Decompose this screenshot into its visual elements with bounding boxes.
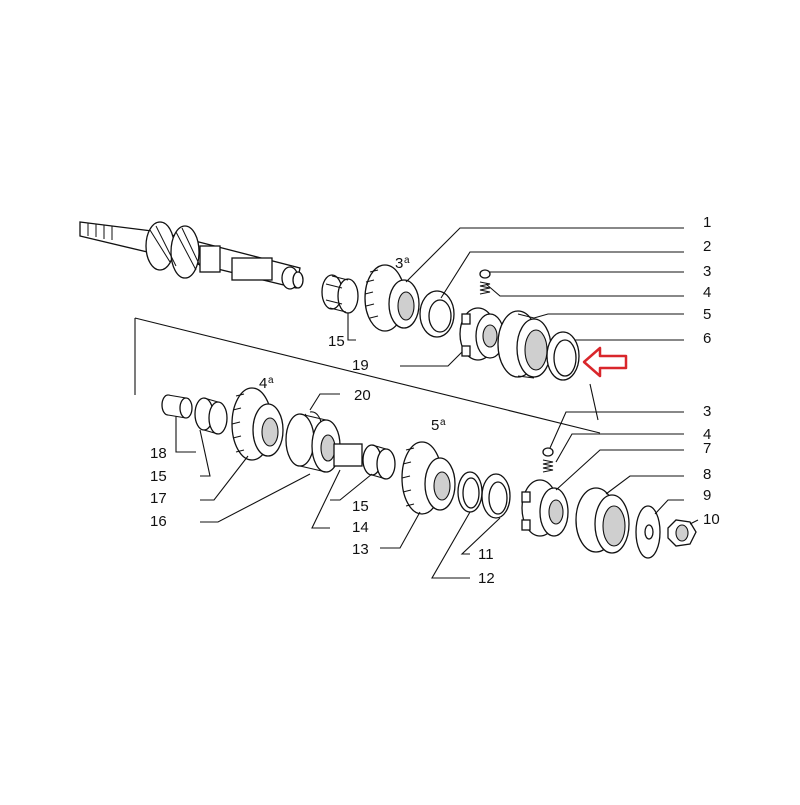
synchro-ring-6 <box>546 331 580 381</box>
label-part-17: 17 <box>150 490 167 507</box>
gear-marker-third-sup: a <box>404 255 410 266</box>
detent-ball-top <box>479 269 491 295</box>
assembly-guide-lines <box>134 317 601 434</box>
label-part-1: 1 <box>703 214 711 231</box>
label-part-11: 11 <box>478 546 494 563</box>
needle-bearing-top <box>321 274 359 314</box>
label-part-12: 12 <box>478 570 495 587</box>
label-part-13: 13 <box>352 541 369 558</box>
label-part-15-top: 15 <box>328 333 345 350</box>
label-part-8: 8 <box>703 466 711 483</box>
highlight-arrow-icon <box>582 346 628 378</box>
label-part-7: 7 <box>703 440 711 457</box>
fifth-gear: 5 a <box>401 417 456 515</box>
gear-marker-fourth-sup: a <box>268 375 274 386</box>
gear-marker-fourth: 4 <box>259 375 267 392</box>
collar-16 <box>285 413 363 473</box>
label-part-10: 10 <box>703 511 720 528</box>
synchro-hub-19 <box>459 307 505 361</box>
label-part-16: 16 <box>150 513 167 530</box>
label-part-15-left: 15 <box>150 468 167 485</box>
label-part-4-top: 4 <box>703 284 711 301</box>
sliding-sleeve-5 <box>497 310 552 379</box>
synchro-hub-7 <box>521 479 569 537</box>
label-part-19: 19 <box>352 357 369 374</box>
label-part-18: 18 <box>150 445 167 462</box>
sliding-sleeve-8 <box>575 487 630 554</box>
label-part-3-bottom: 3 <box>703 403 711 420</box>
synchro-ring-2 <box>419 290 455 338</box>
label-part-15-middle: 15 <box>352 498 369 515</box>
spacer-ring-12 <box>457 471 483 513</box>
label-part-2: 2 <box>703 238 711 255</box>
gear-marker-third: 3 <box>395 255 403 272</box>
label-part-20: 20 <box>354 387 371 404</box>
fourth-gear: 4 a <box>231 375 284 461</box>
detent-ball-bottom <box>542 447 554 473</box>
leader-lines <box>175 227 699 579</box>
gear-marker-fifth: 5 <box>431 417 439 434</box>
washer-9 <box>635 505 661 559</box>
label-part-9: 9 <box>703 487 711 504</box>
bushing-18 <box>161 394 193 419</box>
needle-bearing-middle <box>362 444 396 480</box>
part-number-labels: 1 2 3 4 5 6 19 20 3 4 7 8 9 10 18 15 17 … <box>150 214 720 587</box>
synchro-ring-11 <box>481 473 511 519</box>
label-part-4-bottom: 4 <box>703 426 711 443</box>
nut-10 <box>667 519 697 547</box>
label-part-6: 6 <box>703 330 711 347</box>
main-shaft <box>79 221 304 290</box>
label-part-5: 5 <box>703 306 711 323</box>
needle-bearing-left <box>194 397 228 435</box>
label-part-3-top: 3 <box>703 263 711 280</box>
third-gear: 3 a <box>364 255 420 332</box>
label-part-14: 14 <box>352 519 369 536</box>
gear-marker-fifth-sup: a <box>440 417 446 428</box>
